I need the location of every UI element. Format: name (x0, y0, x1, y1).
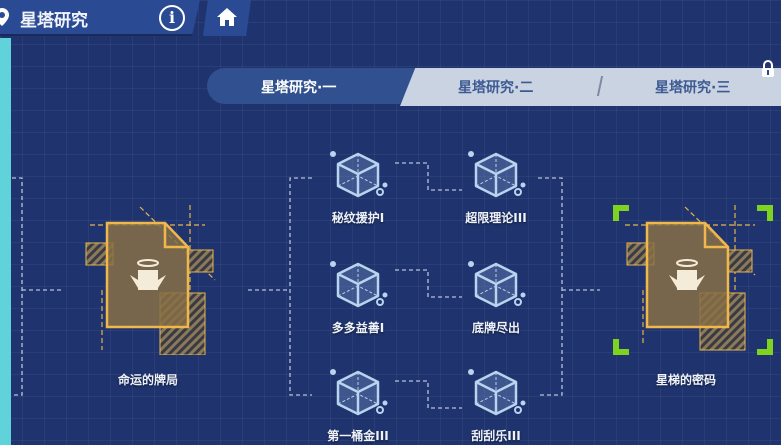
node-label: 多多益善I (331, 321, 385, 335)
card-node-right[interactable] (605, 195, 781, 360)
tab-strip (400, 68, 781, 106)
node-label: 秘纹援护I (331, 211, 385, 225)
node-label-left: 命运的牌局 (117, 373, 179, 387)
selection-brackets (613, 205, 773, 355)
lock-icon (762, 60, 774, 77)
tab-research-3[interactable]: 星塔研究·三 (655, 80, 731, 96)
tab-research-2[interactable]: 星塔研究·二 (458, 80, 534, 96)
tab-research-1[interactable] (207, 68, 417, 104)
research-node-cube-icon[interactable] (466, 148, 526, 202)
page-title: 星塔研究 (20, 11, 88, 31)
home-icon (217, 8, 237, 26)
node-label: 刮刮乐III (471, 429, 521, 443)
node-label: 超限理论III (465, 211, 527, 225)
research-node-cube-icon[interactable] (328, 258, 388, 312)
node-label: 底牌尽出 (471, 321, 521, 335)
home-button[interactable] (203, 0, 251, 36)
research-node-cube-icon[interactable] (466, 366, 526, 420)
location-pin-icon (0, 8, 9, 26)
research-node-cube-icon[interactable] (328, 366, 388, 420)
tab-research-1-label[interactable]: 星塔研究·一 (261, 80, 337, 96)
research-node-cube-icon[interactable] (466, 258, 526, 312)
angel-emblem-icon (130, 259, 166, 290)
node-label-right: 星梯的密码 (655, 373, 717, 387)
card-node-left[interactable] (80, 195, 230, 355)
side-accent-bar (0, 38, 11, 445)
node-label: 第一桶金III (327, 429, 389, 443)
info-icon[interactable]: i (159, 5, 185, 31)
research-node-cube-icon[interactable] (328, 148, 388, 202)
